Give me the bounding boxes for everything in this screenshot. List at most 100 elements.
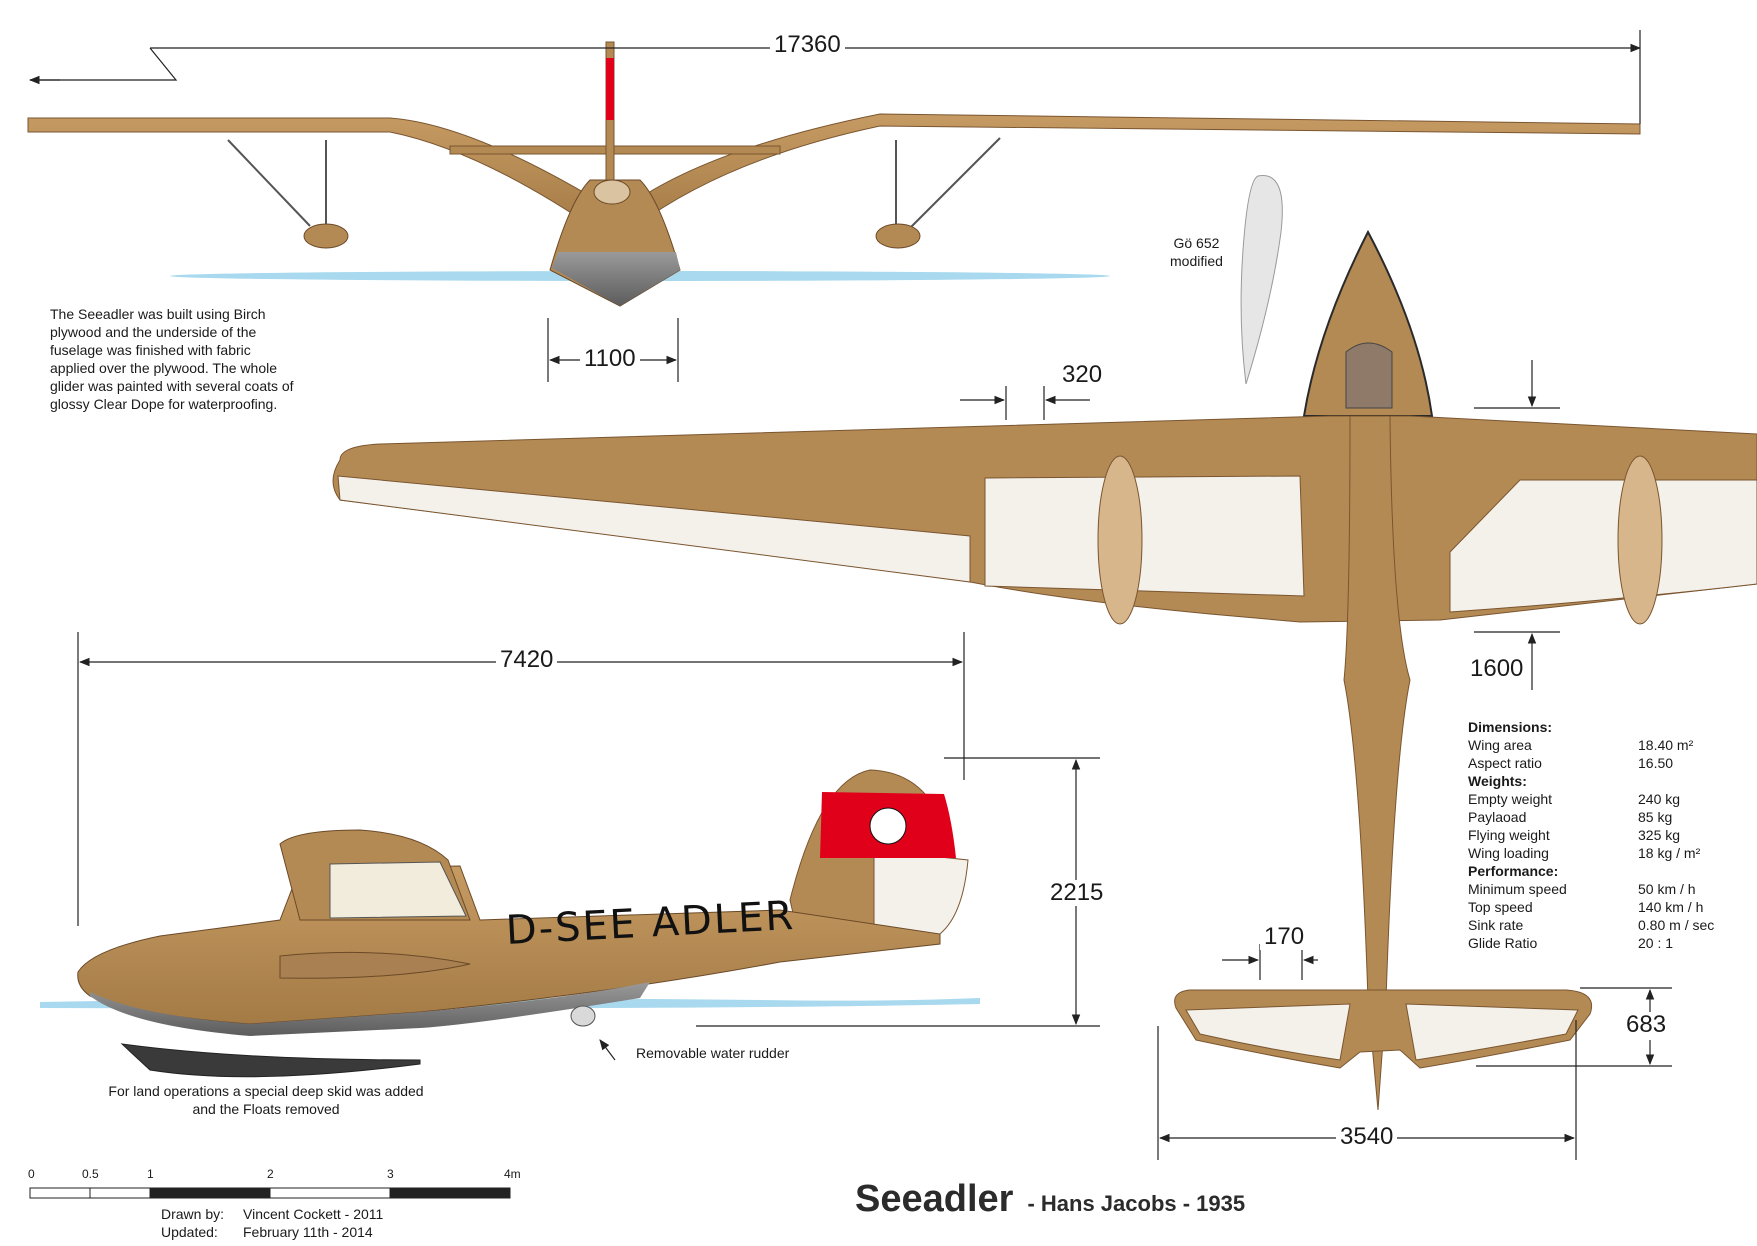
dim-label-hull-width: 1100: [580, 346, 640, 372]
spec-value: 140 km / h: [1638, 899, 1704, 915]
span-break: [30, 47, 178, 81]
front-tailplane: [449, 145, 781, 155]
front-hull-underside: [552, 252, 680, 306]
skid-note: For land operations a special deep skid …: [108, 1082, 424, 1118]
skid-note-line1: For land operations a special deep skid …: [108, 1083, 424, 1099]
credit-value: Vincent Cockett - 2011: [243, 1206, 384, 1222]
front-view: [27, 41, 1641, 307]
scale-0-05: [29, 1187, 91, 1199]
plan-right-float: [1617, 455, 1663, 625]
construction-line: plywood and the underside of the: [50, 324, 257, 340]
construction-line: The Seeadler was built using Birch: [50, 306, 266, 322]
credit-label: Drawn by:: [161, 1206, 225, 1222]
spec-value: 16.50: [1638, 755, 1674, 771]
drawing-title: Seeadler - Hans Jacobs - 1935: [855, 1178, 1245, 1221]
plan-left-float: [1097, 455, 1143, 625]
dim-label-170: 170: [1260, 924, 1309, 950]
dim-label-chord: 1600: [1466, 656, 1528, 682]
specs-heading-dimensions: Dimensions:: [1468, 719, 1553, 735]
construction-line: glider was painted with several coats of: [50, 378, 294, 394]
spec-label: Glide Ratio: [1468, 935, 1538, 951]
spec-label: Flying weight: [1468, 827, 1550, 843]
title-sub: - Hans Jacobs - 1935: [1027, 1191, 1246, 1216]
airfoil-line2: modified: [1170, 253, 1223, 269]
spec-value: 325 kg: [1638, 827, 1681, 843]
spec-row: Aspect ratio 16.50: [1468, 754, 1714, 772]
front-cockpit: [593, 179, 631, 205]
plan-left-flap: [984, 475, 1305, 597]
spec-value: 18 kg / m²: [1638, 845, 1701, 861]
spec-label: Aspect ratio: [1468, 755, 1542, 771]
specs-table: Dimensions: Wing area 18.40 m² Aspect rat…: [1468, 718, 1714, 952]
plan-boom: [1343, 415, 1411, 1111]
skid-note-line2: and the Floats removed: [192, 1101, 340, 1117]
plan-canopy: [1345, 342, 1393, 409]
dim-label-height: 2215: [1046, 880, 1108, 906]
left-float: [303, 223, 349, 249]
spec-label: Paylaoad: [1468, 809, 1527, 825]
airfoil-label: Gö 652 modified: [1170, 234, 1223, 270]
spec-value: 240 kg: [1638, 791, 1681, 807]
scale-3-4: [389, 1187, 511, 1199]
airfoil-line1: Gö 652: [1173, 235, 1220, 251]
scale-05-1: [89, 1187, 151, 1199]
side-float: [279, 951, 471, 979]
spec-row: Glide Ratio 20 : 1: [1468, 934, 1714, 952]
credit-value: February 11th - 2014: [243, 1224, 373, 1240]
side-view: [40, 769, 980, 1078]
plan-view: [332, 229, 1757, 1111]
rudder-note: Removable water rudder: [636, 1045, 790, 1061]
dim-label-320: 320: [1058, 362, 1107, 388]
left-strut: [227, 139, 311, 227]
credit-label: Updated:: [161, 1224, 218, 1240]
scale-label: 4m: [504, 1167, 521, 1181]
water-rudder: [570, 1005, 596, 1027]
side-canopy-glass: [329, 861, 467, 919]
credits: Drawn by: Vincent Cockett - 2011 Updated:…: [161, 1205, 383, 1241]
specs-heading-weights: Weights:: [1468, 773, 1527, 789]
credit-row: Updated: February 11th - 2014: [161, 1223, 383, 1241]
construction-line: glossy Clear Dope for waterproofing.: [50, 396, 278, 412]
right-strut: [909, 137, 1001, 229]
spec-row: Wing area 18.40 m²: [1468, 736, 1714, 754]
scale-label: 2: [267, 1167, 274, 1181]
spec-value: 85 kg: [1638, 809, 1673, 825]
dim-label-span: 17360: [770, 32, 845, 58]
water-rudder-leader: [599, 1039, 616, 1061]
scale-label: 0: [28, 1167, 35, 1181]
side-hull-underside: [90, 982, 650, 1036]
scale-bar: [29, 1187, 511, 1199]
side-fin-emblem: [869, 807, 907, 845]
dim-label-tail-span: 3540: [1336, 1124, 1398, 1150]
plan-left-aileron: [337, 475, 971, 583]
right-float: [875, 223, 921, 249]
spec-value: 20 : 1: [1638, 935, 1674, 951]
scale-label: 0.5: [82, 1167, 99, 1181]
dim-label-tail-chord: 683: [1622, 1012, 1671, 1038]
spec-label: Top speed: [1468, 899, 1533, 915]
scale-label: 1: [147, 1167, 154, 1181]
spec-row: Paylaoad 85 kg: [1468, 808, 1714, 826]
spec-label: Wing area: [1468, 737, 1532, 753]
credit-row: Drawn by: Vincent Cockett - 2011: [161, 1205, 383, 1223]
scale-2-3: [269, 1187, 391, 1199]
dim-label-length: 7420: [496, 647, 558, 673]
airfoil-section: [1240, 174, 1283, 385]
plan-elevator-right: [1405, 1003, 1579, 1061]
scale-1-2: [149, 1187, 271, 1199]
spec-row: Flying weight 325 kg: [1468, 826, 1714, 844]
spec-value: 18.40 m²: [1638, 737, 1694, 753]
front-fin-red: [606, 58, 614, 120]
front-wing: [27, 113, 1641, 233]
construction-note: The Seeadler was built using Birch plywo…: [50, 305, 294, 413]
spec-row: Top speed 140 km / h: [1468, 898, 1714, 916]
scale-label: 3: [387, 1167, 394, 1181]
title-main: Seeadler: [855, 1178, 1014, 1220]
spec-label: Minimum speed: [1468, 881, 1567, 897]
